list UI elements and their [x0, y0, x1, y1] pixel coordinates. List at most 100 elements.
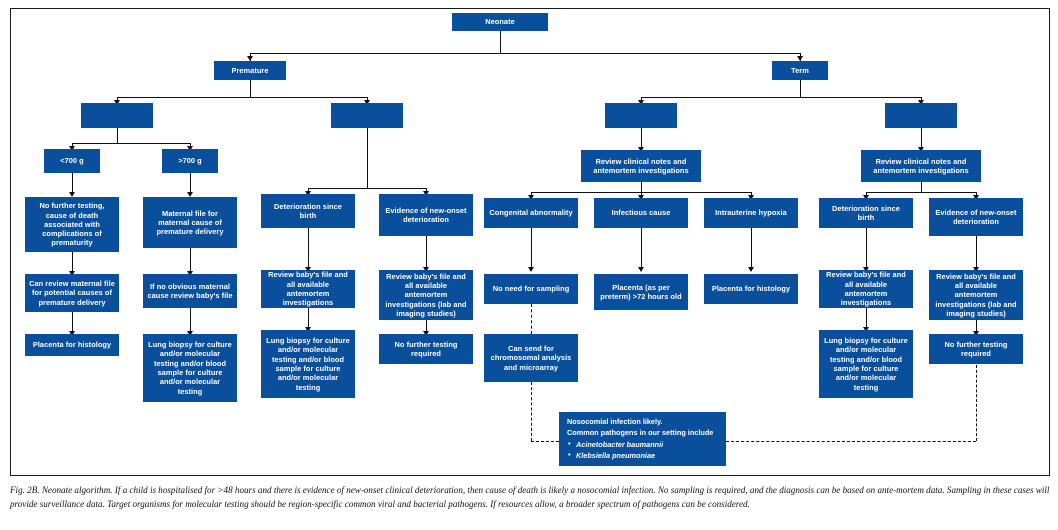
node-weight-over-700[interactable]: >700 g: [162, 149, 218, 173]
node-premature-branch-right[interactable]: [331, 103, 403, 128]
node-no-further-testing-prematurity[interactable]: No further testing, cause of death assoc…: [25, 197, 119, 252]
connector: [190, 248, 192, 274]
node-placenta-as-per-preterm[interactable]: Placenta (as per preterm) >72 hours old: [594, 274, 688, 310]
node-review-baby-file-prem-2[interactable]: Review baby's file and all available ant…: [379, 270, 473, 320]
connector: [921, 182, 923, 192]
connector: [531, 228, 533, 270]
node-lung-biopsy-term[interactable]: Lung biopsy for culture and/or molecular…: [819, 330, 913, 398]
connector: [866, 228, 868, 270]
caption-title: Neonate algorithm.: [41, 485, 113, 495]
node-term-branch-left[interactable]: [605, 103, 677, 128]
node-term-branch-right[interactable]: [885, 103, 957, 128]
dashed-connector: [726, 441, 976, 442]
connector: [250, 80, 252, 97]
node-no-further-testing-prem[interactable]: No further testing required: [379, 334, 473, 364]
node-infectious-cause[interactable]: Infectious cause: [594, 198, 688, 228]
node-congenital-abnormality[interactable]: Congenital abnormality: [484, 198, 578, 228]
arrow: [638, 195, 644, 200]
node-chromosomal-analysis[interactable]: Can send for chromosomal analysis and mi…: [484, 334, 578, 382]
node-no-need-for-sampling[interactable]: No need for sampling: [484, 274, 578, 304]
arrow: [423, 191, 429, 196]
arrow: [114, 100, 120, 105]
arrow: [748, 267, 754, 272]
connector: [308, 228, 310, 270]
arrow: [187, 331, 193, 336]
arrow: [973, 195, 979, 200]
arrow: [305, 267, 311, 272]
dashed-connector: [531, 382, 532, 441]
connector: [72, 252, 74, 274]
node-weight-under-700[interactable]: <700 g: [44, 149, 100, 173]
connector: [117, 128, 119, 143]
connector: [866, 192, 976, 194]
node-review-clinical-notes-right[interactable]: Review clinical notes and antemortem inv…: [861, 150, 981, 182]
connector: [866, 308, 868, 330]
connector: [641, 228, 643, 270]
connector: [72, 173, 74, 195]
arrow: [973, 331, 979, 336]
node-review-baby-file-prem[interactable]: Review baby's file and all available ant…: [261, 270, 355, 308]
connector: [250, 53, 800, 55]
arrow: [187, 192, 193, 197]
node-maternal-file[interactable]: Maternal file for maternal cause of prem…: [143, 197, 237, 248]
node-can-review-maternal-file[interactable]: Can review maternal file for potential c…: [25, 274, 119, 312]
node-neonate[interactable]: Neonate: [452, 13, 548, 31]
connector: [751, 228, 753, 270]
arrow: [638, 147, 644, 152]
caption-body: If a child is hospitalised for >48 hours…: [10, 485, 1050, 509]
arrow: [187, 146, 193, 151]
note-line-2: Common pathogens in our setting include: [567, 427, 714, 437]
connector: [641, 97, 921, 99]
connector: [426, 236, 428, 270]
arrow: [187, 271, 193, 276]
arrow: [863, 267, 869, 272]
arrow: [423, 267, 429, 272]
node-placenta-histology-right[interactable]: Placenta for histology: [704, 274, 798, 304]
caption-figure-id: Fig. 2B.: [10, 485, 40, 495]
note-pathogen-item: Acinetobacter baumannii: [567, 439, 718, 451]
connector: [641, 182, 643, 192]
arrow: [247, 56, 253, 61]
node-review-baby-file-term-2[interactable]: Review baby's file and all available ant…: [929, 270, 1023, 320]
arrow: [797, 56, 803, 61]
dashed-connector: [976, 365, 977, 441]
arrow: [69, 192, 75, 197]
node-deterioration-since-birth-term[interactable]: Deterioration since birth: [819, 198, 913, 228]
connector: [308, 188, 426, 190]
node-term[interactable]: Term: [772, 61, 828, 80]
node-review-clinical-notes-left[interactable]: Review clinical notes and antemortem inv…: [581, 150, 701, 182]
node-lung-biopsy-prem-2[interactable]: Lung biopsy for culture and/or molecular…: [261, 330, 355, 398]
connector: [367, 128, 369, 188]
arrow: [638, 100, 644, 105]
node-lung-biopsy-prem[interactable]: Lung biopsy for culture and/or molecular…: [143, 334, 237, 402]
arrow: [863, 195, 869, 200]
node-no-further-testing-term[interactable]: No further testing required: [929, 334, 1023, 364]
node-evidence-new-onset-prem[interactable]: Evidence of new-onset deterioration: [379, 194, 473, 236]
arrow: [364, 100, 370, 105]
arrow: [69, 146, 75, 151]
dashed-connector: [531, 441, 559, 442]
node-intrauterine-hypoxia[interactable]: Intrauterine hypoxia: [704, 198, 798, 228]
node-if-no-obvious-maternal-cause[interactable]: If no obvious maternal cause review baby…: [143, 274, 237, 308]
connector: [976, 236, 978, 270]
node-deterioration-since-birth-prem[interactable]: Deterioration since birth: [261, 194, 355, 228]
nosocomial-note-box[interactable]: Nosocomial infection likely. Common path…: [559, 412, 726, 466]
figure-caption: Fig. 2B. Neonate algorithm. If a child i…: [10, 484, 1050, 512]
node-evidence-new-onset-term[interactable]: Evidence of new-onset deterioration: [929, 198, 1023, 236]
node-premature[interactable]: Premature: [214, 61, 286, 80]
arrow: [528, 267, 534, 272]
arrow: [69, 271, 75, 276]
node-review-baby-file-term[interactable]: Review baby's file and all available ant…: [819, 270, 913, 308]
arrow: [305, 191, 311, 196]
connector: [921, 128, 923, 150]
arrow: [528, 195, 534, 200]
figure-frame: [10, 8, 1050, 476]
arrow: [305, 327, 311, 332]
arrow: [69, 331, 75, 336]
note-line-1: Nosocomial infection likely.: [567, 417, 663, 426]
arrow: [918, 100, 924, 105]
arrow: [973, 267, 979, 272]
node-placenta-histology-left[interactable]: Placenta for histology: [25, 334, 119, 356]
node-premature-branch-left[interactable]: [81, 103, 153, 128]
